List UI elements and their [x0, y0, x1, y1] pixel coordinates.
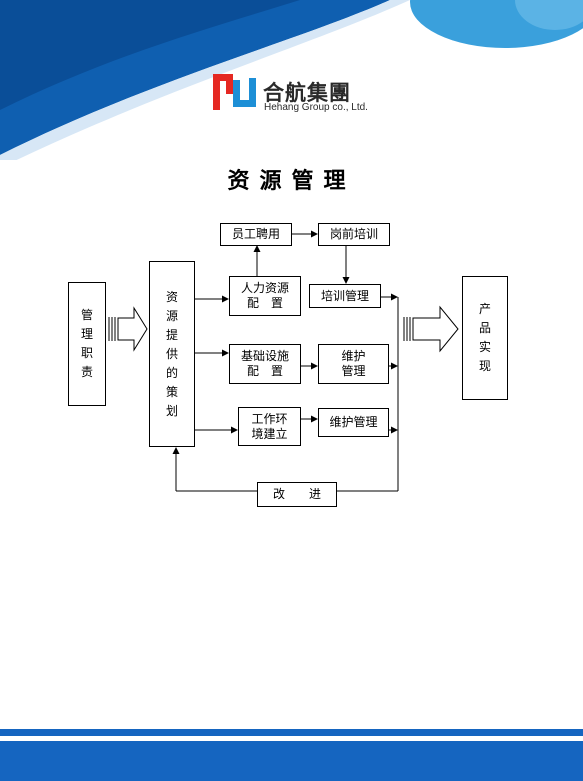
company-name-cn: 合航集團: [263, 81, 351, 105]
footer-band: [0, 741, 583, 781]
staff-hiring-box: 员工聘用: [220, 223, 292, 246]
footer-stripe-thin: [0, 729, 583, 736]
input-arrow-icon: [108, 306, 148, 352]
company-name-en: Hehang Group co., Ltd.: [264, 102, 368, 113]
work-environment-box: 工作环 境建立: [238, 407, 301, 446]
company-logo-mark: [213, 74, 256, 110]
resource-strategy-box: 资源提供的策划: [149, 261, 195, 447]
maintenance-management-box-1: 维护 管理: [318, 344, 389, 384]
improvement-box: 改 进: [257, 482, 337, 507]
page-title: 资源管理: [227, 169, 356, 194]
training-management-box: 培训管理: [309, 284, 381, 308]
header-wave-decoration: [0, 0, 583, 160]
infrastructure-allocation-box: 基础设施 配 置: [229, 344, 301, 384]
output-arrow-icon: [403, 305, 459, 353]
pre-job-training-box: 岗前培训: [318, 223, 390, 246]
maintenance-management-box-2: 维护管理: [318, 408, 389, 437]
hr-allocation-box: 人力资源 配 置: [229, 276, 301, 316]
management-duty-box: 管理职责: [68, 282, 106, 406]
product-realization-box: 产品实现: [462, 276, 508, 400]
